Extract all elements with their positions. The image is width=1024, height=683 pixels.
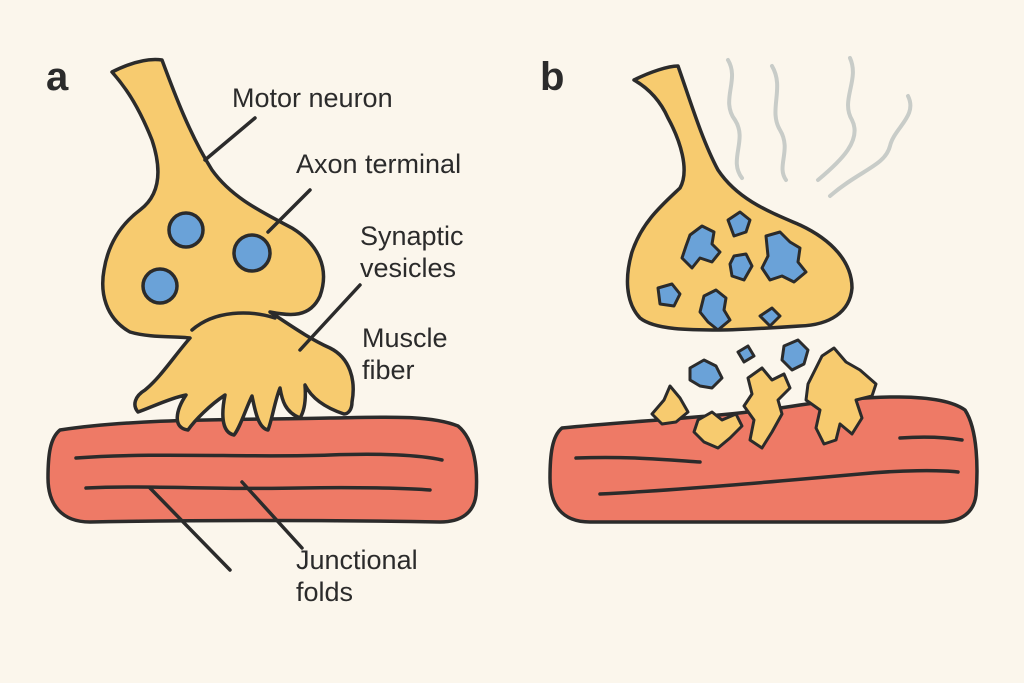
terminal-contour-a xyxy=(190,311,277,332)
label-synaptic-vesicles-line1: Synaptic xyxy=(360,221,464,251)
fragment-b-6 xyxy=(698,288,732,332)
label-axon-terminal: Axon terminal xyxy=(296,149,462,179)
label-muscle-fiber-line2: fiber xyxy=(362,355,415,385)
panel-letter-a: a xyxy=(46,55,69,99)
fragment-b-13 xyxy=(742,366,792,450)
vesicle-a-1 xyxy=(167,211,205,249)
label-muscle-fiber: Muscle fiber xyxy=(362,322,448,386)
fragment-b-7 xyxy=(758,306,782,328)
muscle-line-b-2 xyxy=(598,468,960,496)
fragment-b-5 xyxy=(656,282,682,308)
junctional-fold-line-a-1 xyxy=(74,452,444,462)
axon-terminal-a xyxy=(101,57,355,437)
label-junctional-folds: Junctional folds xyxy=(296,544,418,608)
vesicle-a-2 xyxy=(232,233,272,273)
wavy-line-1 xyxy=(726,58,744,180)
label-synaptic-vesicles-line2: vesicles xyxy=(360,253,457,283)
fragment-b-1 xyxy=(680,224,722,270)
leader-junctional-folds-2 xyxy=(240,480,304,550)
muscle-line-b-1 xyxy=(574,455,702,464)
fragment-b-8 xyxy=(688,358,724,390)
panel-b-illustration xyxy=(548,56,979,524)
wavy-line-3 xyxy=(816,56,857,182)
fragment-b-11 xyxy=(650,384,690,426)
wavy-lines-b xyxy=(726,56,913,198)
junctional-fold-line-a-2 xyxy=(84,485,432,492)
label-muscle-fiber-line1: Muscle xyxy=(362,323,448,353)
label-motor-neuron: Motor neuron xyxy=(232,83,393,113)
fragment-b-10 xyxy=(780,338,810,372)
fragment-b-4 xyxy=(728,252,754,282)
vesicle-a-3 xyxy=(141,267,179,305)
fragment-b-14 xyxy=(804,346,878,446)
fragment-b-9 xyxy=(736,344,756,364)
label-junctional-folds-line2: folds xyxy=(296,577,354,607)
label-junctional-folds-line1: Junctional xyxy=(296,545,418,575)
fragment-b-2 xyxy=(726,210,752,238)
label-synaptic-vesicles: Synaptic vesicles xyxy=(360,220,464,284)
fragment-b-12 xyxy=(692,410,744,450)
panel-letter-b: b xyxy=(540,55,565,99)
wavy-line-2 xyxy=(770,64,788,182)
leader-axon-terminal xyxy=(266,188,312,234)
leader-motor-neuron xyxy=(203,116,257,162)
fragment-b-3 xyxy=(760,230,808,284)
leader-synaptic-vesicles xyxy=(298,283,362,352)
muscle-line-b-3 xyxy=(898,435,964,442)
panel-a-illustration xyxy=(46,57,479,572)
wavy-line-4 xyxy=(828,94,913,198)
leader-junctional-folds-1 xyxy=(148,486,232,572)
